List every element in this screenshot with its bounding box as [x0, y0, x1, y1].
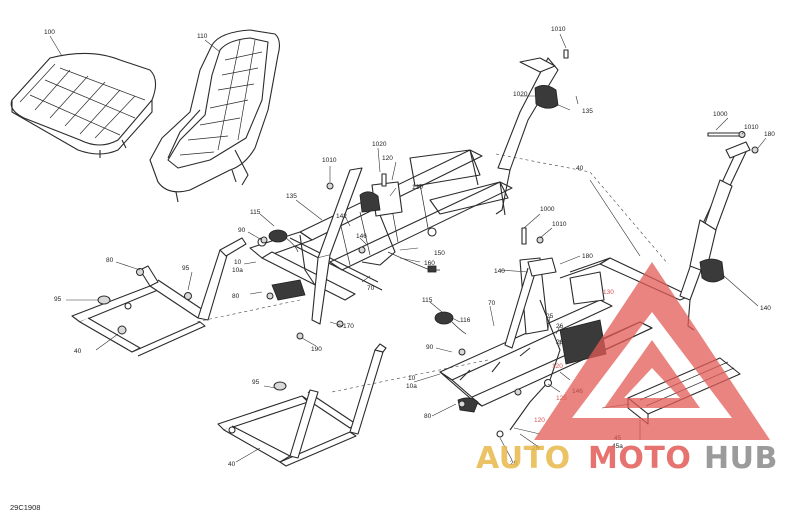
callout-1020: 1020 [372, 141, 387, 148]
watermark-wordmark: AUTO MOTO HUB [476, 441, 778, 476]
callout-1000: 1000 [540, 206, 555, 213]
callout-116: 116 [460, 317, 471, 324]
callout-110: 110 [197, 33, 208, 40]
callout-95: 95 [252, 379, 260, 386]
callout-20: 20 [510, 460, 518, 467]
callout-130: 130 [603, 289, 614, 296]
callout-140: 140 [760, 305, 771, 312]
callout-95: 95 [54, 296, 62, 303]
callout-120: 120 [382, 155, 393, 162]
callout-10: 10 [408, 375, 416, 382]
callout-1010: 1010 [551, 26, 566, 33]
callout-135: 135 [286, 193, 297, 200]
callout-80: 80 [106, 257, 114, 264]
callout-1010: 1010 [744, 124, 759, 131]
callout-1000: 1000 [713, 111, 728, 118]
callout-40: 40 [576, 165, 584, 172]
callout-150: 150 [434, 250, 445, 257]
callout-10: 10 [234, 259, 242, 266]
lower-center-frame [217, 343, 387, 467]
watermark-moto: MOTO [588, 441, 691, 476]
seat-back [149, 29, 281, 203]
callout-1020: 1020 [513, 91, 528, 98]
callout-146: 146 [356, 233, 367, 240]
callout-labels: 100 110 1010 1020 135 1020 1010 120 130 … [44, 26, 775, 468]
callout-115: 115 [250, 209, 261, 216]
right-shoulder-belt [679, 141, 751, 331]
callout-40: 40 [74, 348, 82, 355]
callout-26: 26 [556, 323, 564, 330]
callout-180: 180 [582, 253, 593, 260]
callout-130: 130 [412, 184, 423, 191]
callout-80: 80 [424, 413, 432, 420]
watermark-auto: AUTO [476, 441, 571, 476]
callout-10a: 10a [406, 383, 417, 390]
callout-160: 160 [424, 260, 435, 267]
diagram-reference-code: 29C1908 [10, 503, 40, 512]
callout-170: 170 [343, 323, 354, 330]
callout-25: 25 [546, 313, 554, 320]
callout-10a: 10a [232, 267, 243, 274]
upper-seat-frame [249, 149, 513, 301]
callout-45a: 45a [612, 443, 623, 450]
callout-100: 100 [44, 29, 55, 36]
sensors [268, 229, 467, 335]
lower-left-frame [71, 237, 247, 357]
callout-115: 115 [422, 297, 433, 304]
watermark-logo [534, 262, 770, 440]
callout-1010: 1010 [552, 221, 567, 228]
fasteners [260, 49, 759, 408]
callout-142: 142 [336, 213, 347, 220]
callout-1010: 1010 [322, 157, 337, 164]
callout-26: 26 [532, 445, 540, 452]
watermark-hub: HUB [704, 441, 778, 476]
callout-70: 70 [488, 300, 496, 307]
leader-lines [49, 33, 767, 463]
callout-95: 95 [182, 265, 190, 272]
callout-135: 135 [582, 108, 593, 115]
callout-90: 90 [238, 227, 246, 234]
cross-reference-lines [195, 153, 669, 393]
callout-190: 190 [311, 346, 322, 353]
callout-40: 40 [228, 461, 236, 468]
callout-80: 80 [232, 293, 240, 300]
callout-180: 180 [764, 131, 775, 138]
callout-120: 120 [534, 417, 545, 424]
seat-cushion [10, 52, 157, 158]
callout-140: 140 [494, 268, 505, 275]
callout-28: 28 [556, 339, 564, 346]
watermark-triangle [534, 262, 770, 440]
left-seat-belt [311, 57, 559, 325]
callout-120: 120 [552, 363, 563, 370]
callout-70: 70 [367, 285, 375, 292]
callout-90: 90 [426, 344, 434, 351]
